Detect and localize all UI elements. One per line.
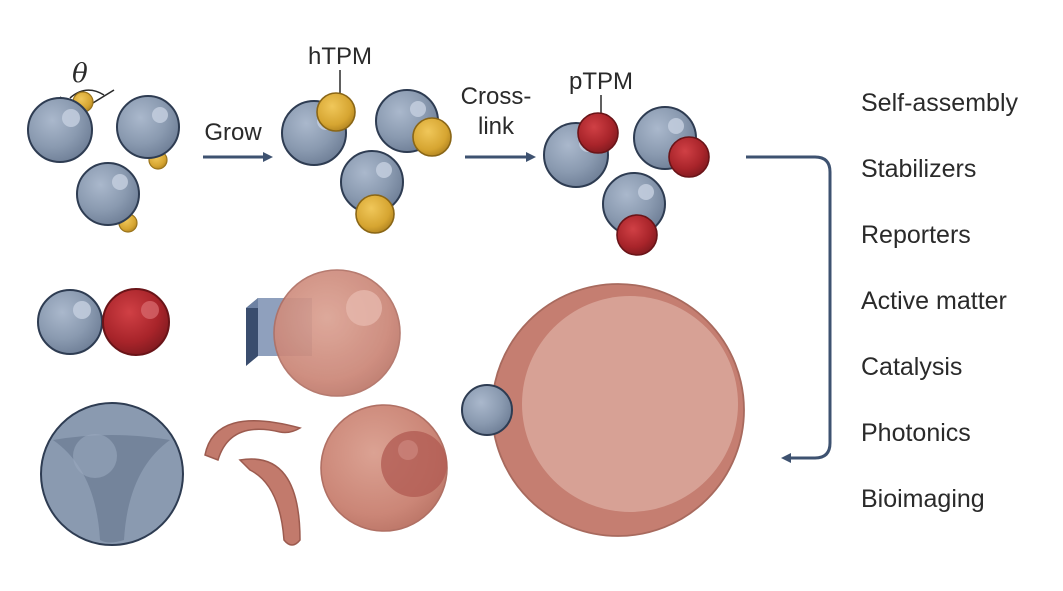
- ptpm-lobe: [668, 136, 710, 178]
- application-item: Reporters: [861, 221, 971, 249]
- application-item: Bioimaging: [861, 485, 985, 513]
- highlight: [410, 101, 426, 117]
- highlight: [73, 301, 91, 319]
- janus-dimer: [37, 288, 170, 356]
- crosslink-step: Cross- link: [461, 83, 536, 162]
- application-item: Photonics: [861, 419, 971, 447]
- htpm-label: hTPM: [308, 43, 372, 70]
- crosslink-label-line1: Cross-: [461, 83, 532, 110]
- silica-sphere: [76, 162, 140, 226]
- inclusion: [381, 431, 447, 497]
- highlight: [398, 440, 418, 460]
- silica-sphere: [27, 97, 93, 163]
- cube-in-sphere: [246, 269, 401, 397]
- htpm-lobe: [412, 117, 452, 157]
- highlight: [376, 162, 392, 178]
- highlight: [112, 174, 128, 190]
- large-droplet: [461, 283, 745, 537]
- crosslinked-particles: pTPM: [543, 68, 710, 256]
- application-item: Self-assembly: [861, 89, 1018, 117]
- ptpm-label: pTPM: [569, 68, 633, 95]
- seed-particles: θ: [27, 59, 180, 233]
- ptpm-lobe: [616, 214, 658, 256]
- crescent: [238, 458, 301, 546]
- silica-sphere: [116, 95, 180, 159]
- highlight: [346, 290, 382, 326]
- highlight: [638, 184, 654, 200]
- ptpm-lobe: [577, 112, 619, 154]
- small-silica-sphere: [461, 384, 513, 436]
- red-sphere: [102, 288, 170, 356]
- highlight: [73, 434, 117, 478]
- theta-label: θ: [72, 59, 88, 89]
- application-item: Catalysis: [861, 353, 962, 381]
- highlight: [62, 109, 80, 127]
- htpm-lobe: [316, 92, 356, 132]
- grown-particles: hTPM: [281, 43, 452, 234]
- cube-side: [246, 298, 258, 366]
- htpm-lobe: [355, 194, 395, 234]
- silica-sphere: [37, 289, 103, 355]
- crescent-particles: [204, 420, 302, 546]
- highlight: [141, 301, 159, 319]
- highlight: [152, 107, 168, 123]
- grow-label: Grow: [204, 119, 262, 146]
- sphere-with-inclusion: [320, 404, 448, 532]
- crescent: [204, 420, 302, 461]
- application-item: Active matter: [861, 287, 1007, 315]
- application-item: Stabilizers: [861, 155, 976, 183]
- highlight: [668, 118, 684, 134]
- large-pink-core: [522, 296, 738, 512]
- pink-sphere: [273, 269, 401, 397]
- bracket-arrow: [746, 155, 832, 463]
- grow-step: Grow: [203, 119, 273, 162]
- applications-list: Self-assembly Stabilizers Reporters Acti…: [861, 89, 1018, 513]
- tetrahedral-sphere: [40, 402, 184, 546]
- angle-arc: [69, 89, 105, 99]
- crosslink-label-line2: link: [478, 113, 515, 140]
